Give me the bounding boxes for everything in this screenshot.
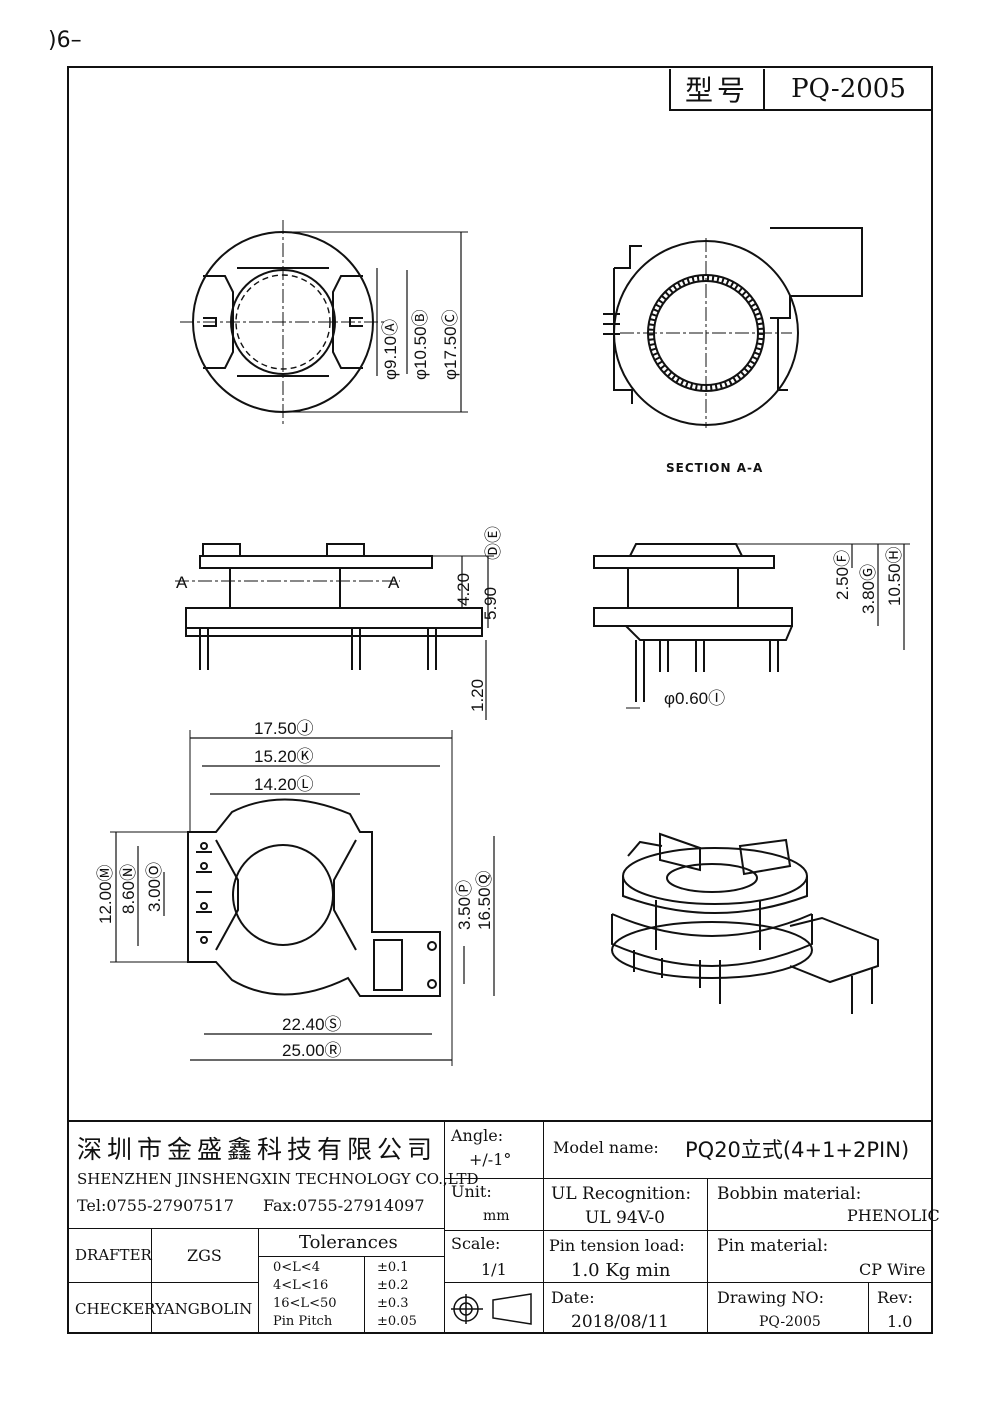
drawing-no-label: Drawing NO: bbox=[717, 1288, 824, 1307]
checker-value: YANGBOLIN bbox=[155, 1300, 253, 1318]
technical-drawing: φ9.10Ⓐ φ10.50Ⓑ φ17.50Ⓒ SECTION A-A ⒹⒺ 4.… bbox=[96, 220, 910, 1066]
rev-label: Rev: bbox=[877, 1288, 913, 1307]
date-value: 2018/08/11 bbox=[571, 1312, 669, 1332]
model-number-value: PQ-2005 bbox=[791, 74, 906, 104]
bottom-dim-m: 12.00Ⓜ bbox=[96, 864, 115, 924]
ul-label: UL Recognition: bbox=[551, 1184, 692, 1204]
tolerances-title: Tolerances bbox=[299, 1232, 398, 1253]
bottom-dim-o: 3.00Ⓞ bbox=[145, 862, 164, 912]
tolerance-range-2: 4<L<16 bbox=[273, 1278, 329, 1293]
drafter-value: ZGS bbox=[187, 1246, 222, 1265]
front-dim-1-20: 1.20 bbox=[468, 679, 487, 712]
tolerance-value-4: ±0.05 bbox=[377, 1314, 417, 1329]
drawing-frame bbox=[67, 66, 933, 1334]
front-dim-4-20: 4.20 bbox=[454, 573, 473, 606]
angle-value: +/-1° bbox=[469, 1150, 512, 1169]
title-block: 深圳市金盛鑫科技有限公司 SHENZHEN JINSHENGXIN TECHNO… bbox=[67, 1120, 940, 1334]
bottom-dim-s: 22.40Ⓢ bbox=[282, 1015, 342, 1034]
side-view bbox=[593, 543, 910, 709]
isometric-view bbox=[611, 832, 879, 1014]
date-label: Date: bbox=[551, 1288, 595, 1307]
rev-value: 1.0 bbox=[887, 1312, 913, 1331]
pin-material-label: Pin material: bbox=[717, 1236, 829, 1256]
front-view bbox=[175, 543, 494, 720]
bottom-dim-l: 14.20Ⓛ bbox=[254, 775, 314, 794]
company-name-cn: 深圳市金盛鑫科技有限公司 bbox=[77, 1135, 438, 1164]
section-a-a-view bbox=[603, 227, 863, 428]
bottom-dim-r: 25.00Ⓡ bbox=[282, 1041, 342, 1060]
top-view bbox=[180, 220, 468, 425]
bobbin-material-value: PHENOLIC bbox=[847, 1206, 940, 1225]
section-mark-right: A bbox=[388, 573, 400, 592]
page-corner-mark: )6– bbox=[48, 28, 82, 53]
model-name-label: Model name: bbox=[553, 1138, 659, 1157]
unit-value: mm bbox=[483, 1208, 510, 1224]
front-dim-de: ⒹⒺ bbox=[484, 526, 503, 560]
bottom-dim-k: 15.20Ⓚ bbox=[254, 747, 314, 766]
top-dim-a: φ9.10Ⓐ bbox=[381, 319, 400, 380]
drawing-no-value: PQ-2005 bbox=[759, 1314, 821, 1330]
tolerance-value-2: ±0.2 bbox=[377, 1278, 409, 1293]
company-fax: Fax:0755-27914097 bbox=[263, 1196, 425, 1215]
unit-label: Unit: bbox=[451, 1182, 492, 1201]
scale-label: Scale: bbox=[451, 1234, 501, 1253]
side-dim-f: 2.50Ⓕ bbox=[833, 550, 852, 600]
model-number-box: 型号 PQ-2005 bbox=[669, 69, 932, 111]
bottom-view bbox=[110, 730, 495, 1066]
section-mark-left: A bbox=[176, 573, 188, 592]
side-dim-i: φ0.60Ⓘ bbox=[664, 689, 725, 708]
projection-symbol-icon bbox=[451, 1293, 532, 1325]
checker-label: CHECKER bbox=[75, 1300, 156, 1318]
tolerance-range-1: 0<L<4 bbox=[273, 1260, 320, 1275]
company-name-en: SHENZHEN JINSHENGXIN TECHNOLOGY CO.,LTD bbox=[77, 1170, 479, 1188]
top-dim-c: φ17.50Ⓒ bbox=[441, 309, 460, 380]
pin-tension-value: 1.0 Kg min bbox=[571, 1260, 671, 1281]
bottom-dim-p: 3.50Ⓟ bbox=[455, 880, 474, 930]
side-dim-g: 3.80Ⓖ bbox=[859, 564, 878, 614]
section-label: SECTION A-A bbox=[666, 461, 763, 475]
tolerance-value-1: ±0.1 bbox=[377, 1260, 409, 1275]
pin-tension-label: Pin tension load: bbox=[549, 1236, 685, 1255]
top-dim-b: φ10.50Ⓑ bbox=[411, 309, 430, 380]
model-number-label: 型号 bbox=[671, 69, 765, 109]
side-dim-h: 10.50Ⓗ bbox=[885, 546, 904, 606]
ul-value: UL 94V-0 bbox=[585, 1208, 665, 1228]
front-dim-5-90: 5.90 bbox=[481, 587, 500, 620]
dimension-labels: φ9.10Ⓐ φ10.50Ⓑ φ17.50Ⓒ SECTION A-A ⒹⒺ 4.… bbox=[96, 309, 904, 1060]
bobbin-material-label: Bobbin material: bbox=[717, 1184, 862, 1204]
tolerance-range-4: Pin Pitch bbox=[273, 1314, 333, 1329]
scale-value: 1/1 bbox=[481, 1260, 507, 1279]
tolerance-range-3: 16<L<50 bbox=[273, 1296, 337, 1311]
company-tel: Tel:0755-27907517 bbox=[77, 1196, 234, 1215]
pin-material-value: CP Wire bbox=[859, 1260, 926, 1279]
bottom-dim-q: 16.50Ⓠ bbox=[475, 870, 494, 930]
model-name-value: PQ20立式(4+1+2PIN) bbox=[685, 1138, 910, 1162]
tolerance-value-3: ±0.3 bbox=[377, 1296, 409, 1311]
bottom-dim-j: 17.50Ⓙ bbox=[254, 719, 314, 738]
angle-label: Angle: bbox=[451, 1126, 504, 1145]
bottom-dim-n: 8.60Ⓝ bbox=[119, 864, 138, 914]
drafter-label: DRAFTER bbox=[75, 1246, 152, 1264]
